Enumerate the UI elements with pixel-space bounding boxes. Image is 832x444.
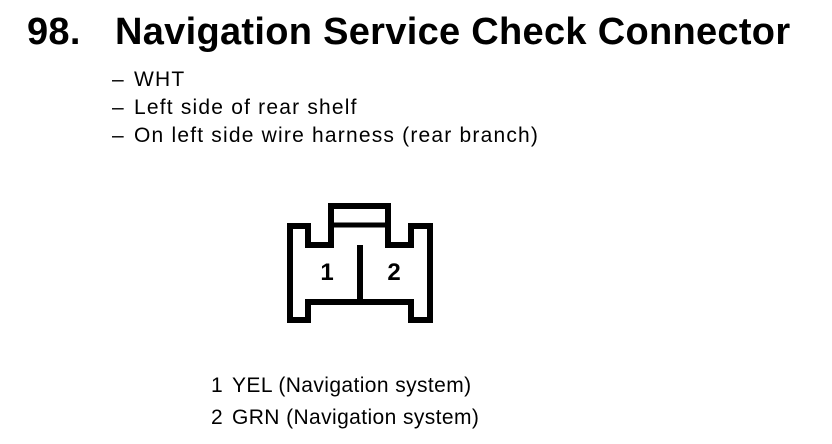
cavity-1-number: 1 [320, 259, 333, 286]
detail-item: – WHT [112, 66, 539, 94]
legend-pin-number: 1 [211, 374, 224, 397]
detail-item: – On left side wire harness (rear branch… [112, 122, 539, 150]
pin-legend: 1 YEL (Navigation system) 2 GRN (Navigat… [211, 370, 479, 434]
detail-text-harness: On left side wire harness (rear branch) [134, 124, 540, 147]
legend-wire-label: GRN (Navigation system) [232, 406, 480, 429]
legend-pin-number: 2 [211, 406, 224, 429]
connector-diagram: 1 2 [287, 203, 433, 323]
cavity-2-number: 2 [387, 259, 400, 286]
detail-text-location: Left side of rear shelf [134, 96, 358, 119]
detail-item: – Left side of rear shelf [112, 94, 539, 122]
bullet-dash: – [112, 68, 125, 91]
legend-row: 2 GRN (Navigation system) [211, 402, 479, 434]
connector-details-list: – WHT – Left side of rear shelf – On lef… [112, 66, 539, 150]
page-title: Navigation Service Check Connector [115, 11, 791, 53]
detail-text-wire-color: WHT [134, 68, 186, 91]
legend-wire-label: YEL (Navigation system) [232, 374, 472, 397]
bullet-dash: – [112, 124, 125, 147]
bullet-dash: – [112, 96, 125, 119]
item-number: 98. [27, 11, 81, 53]
legend-row: 1 YEL (Navigation system) [211, 370, 479, 402]
